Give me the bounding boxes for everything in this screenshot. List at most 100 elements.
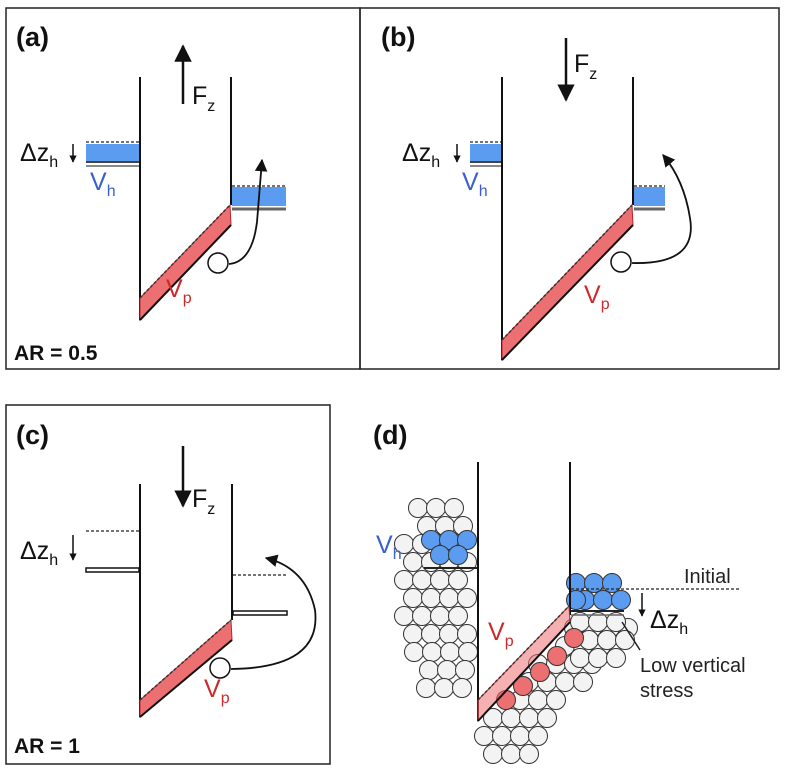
particle xyxy=(474,726,494,746)
particle-heap xyxy=(593,590,613,610)
panel-b-label: (b) xyxy=(381,22,415,52)
particle xyxy=(519,708,539,728)
particle xyxy=(440,642,460,662)
particle xyxy=(452,678,472,698)
particle xyxy=(421,624,441,644)
heap-volume-vh-left xyxy=(86,144,139,162)
particle xyxy=(501,744,521,764)
dz-label: Δzh xyxy=(402,139,440,171)
particle-vp xyxy=(564,628,584,648)
particle xyxy=(426,498,446,518)
vh-label: Vh xyxy=(376,531,402,563)
force-label: Fz xyxy=(192,82,215,115)
particle-heap xyxy=(602,573,622,593)
particle-vp xyxy=(530,662,550,682)
particle xyxy=(439,588,459,608)
particle xyxy=(448,570,468,590)
particle xyxy=(606,612,626,632)
particle xyxy=(457,624,477,644)
particle xyxy=(615,630,635,650)
particle xyxy=(444,498,464,518)
particle xyxy=(408,498,428,518)
particle xyxy=(455,660,475,680)
wedge-slope-dashed xyxy=(501,204,633,341)
particle-vp xyxy=(513,676,533,696)
vp-label: Vp xyxy=(166,275,192,307)
stress-label-line2: stress xyxy=(640,680,693,702)
particle-circle xyxy=(207,252,229,274)
particle xyxy=(570,648,590,668)
base-surface-right xyxy=(232,610,288,616)
lowered-surface-left xyxy=(85,567,140,573)
particle-volume-vp xyxy=(501,203,634,362)
stress-leader-line xyxy=(621,621,641,651)
flow-arrow xyxy=(631,154,692,264)
particle-heap xyxy=(584,573,604,593)
particle xyxy=(588,648,608,668)
vp-label: Vp xyxy=(584,281,610,313)
particle-vp xyxy=(547,646,567,666)
particle xyxy=(458,642,478,662)
vp-label: Vp xyxy=(204,675,230,707)
panel-a-aspect-ratio: AR = 0.5 xyxy=(14,342,98,365)
particle xyxy=(403,552,423,572)
particle xyxy=(492,726,512,746)
particle xyxy=(412,606,432,626)
particle xyxy=(537,708,557,728)
force-label: Fz xyxy=(574,50,597,83)
particle xyxy=(546,690,566,710)
particle-heap xyxy=(448,545,468,565)
particle-heap xyxy=(566,590,586,610)
particle-heap xyxy=(430,545,450,565)
heap-volume-vh-left xyxy=(470,144,501,162)
particle xyxy=(421,588,441,608)
particle-bed xyxy=(394,498,638,764)
panel-c-aspect-ratio: AR = 1 xyxy=(14,735,80,758)
particle xyxy=(501,708,521,728)
force-label: Fz xyxy=(192,485,215,518)
vp-label: Vp xyxy=(488,618,514,650)
panel-b: (b) Fz Δzh Vh Vp xyxy=(359,7,780,370)
initial-label: Initial xyxy=(684,566,731,588)
particle xyxy=(519,744,539,764)
dz-label: Δzh xyxy=(20,537,58,569)
particle xyxy=(457,588,477,608)
wedge-slope-dashed xyxy=(139,619,232,701)
particle xyxy=(437,660,457,680)
particle xyxy=(430,570,450,590)
panel-c: (c) AR = 1 Fz Δzh Vp xyxy=(5,404,331,765)
panel-a: (a) AR = 0.5 Fz Δzh Vh Vp xyxy=(5,7,361,370)
panel-d-label: (d) xyxy=(373,420,407,450)
particle xyxy=(528,726,548,746)
particle xyxy=(528,690,548,710)
particle xyxy=(555,672,575,692)
panel-c-frame xyxy=(5,404,331,765)
particle xyxy=(434,678,454,698)
stress-label-line1: Low vertical xyxy=(640,655,746,677)
particle-circle xyxy=(610,251,632,273)
wedge-slope-dashed xyxy=(477,605,570,701)
dz-label: Δzh xyxy=(650,606,688,638)
flow-arrow xyxy=(228,158,268,265)
dz-label: Δzh xyxy=(20,139,58,171)
wedge-slope xyxy=(501,224,634,361)
heap-rise-right xyxy=(634,187,665,206)
particle xyxy=(394,570,414,590)
vh-label: Vh xyxy=(462,168,488,200)
particle xyxy=(412,570,432,590)
particle xyxy=(483,744,503,764)
particle-heap xyxy=(457,530,477,550)
particle xyxy=(430,606,450,626)
panel-b-frame xyxy=(359,7,780,370)
particle-circle xyxy=(209,657,231,679)
particle xyxy=(510,726,530,746)
particle xyxy=(416,678,436,698)
flow-arrow xyxy=(230,554,317,670)
particle xyxy=(403,588,423,608)
particle xyxy=(606,648,626,668)
particle-heap xyxy=(611,590,631,610)
panel-d: (d) Vh Vp Initial Δzh Low vertical stres… xyxy=(373,420,746,764)
wedge-slope xyxy=(477,621,571,722)
vh-label: Vh xyxy=(90,168,116,200)
